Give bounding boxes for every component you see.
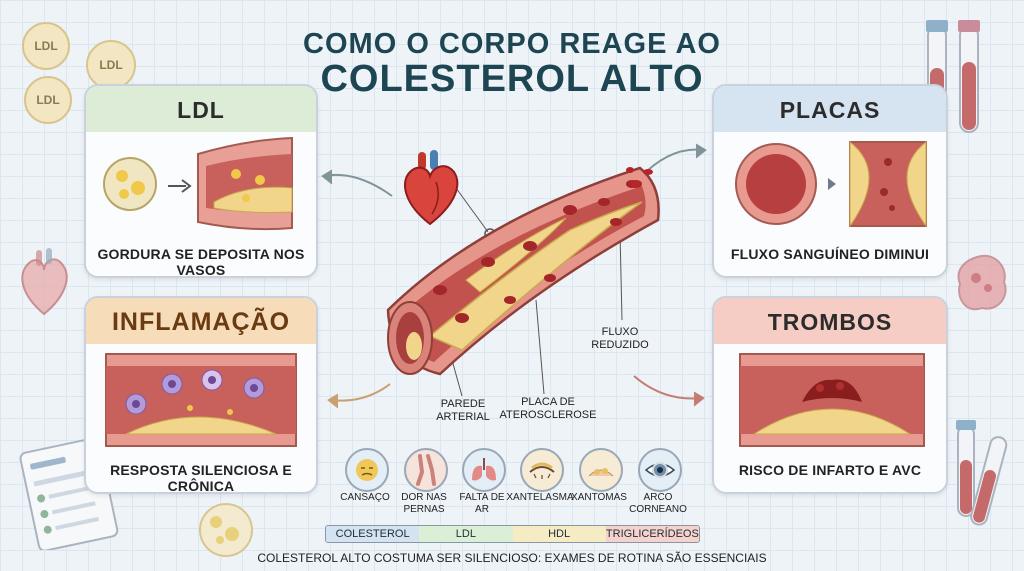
card-ldl-caption: GORDURA SE DEPOSITA NOS VASOS [97,246,305,278]
eyelid-icon [520,448,564,492]
card-trombos-title: TROMBOS [714,298,946,344]
symptom-label: FALTA DE AR [459,492,505,515]
test-tubes-icon [926,20,980,133]
ldl-badge-icon: LDL [22,22,70,70]
legend-hdl: HDL [512,526,606,542]
legend-ldl: LDL [419,526,513,542]
skin-icon [579,448,623,492]
ldl-badge-label: LDL [34,39,58,53]
plaque-leader-line [535,299,545,395]
card-ldl-title: LDL [86,86,316,132]
card-inflamacao: INFLAMAÇÃO RESPOSTA SILENCIOSA E CRÔNICA [84,296,318,494]
cell-icon [199,503,253,557]
symptom-label: CANSAÇO [340,492,390,503]
legs-icon [404,448,448,492]
flow-leader-line [619,231,623,321]
card-inflamacao-title: INFLAMAÇÃO [86,298,316,344]
thrombus-artery-illustration [739,353,925,447]
heart-icon [403,150,459,226]
lungs-icon [462,448,506,492]
title-line-2: COLESTEROL ALTO [320,58,704,100]
inflamed-artery-illustration [105,353,297,447]
legend-total: COLESTEROL TOTAL [326,526,420,542]
symptom-label: DOR NAS PERNAS [401,492,447,515]
arrow-head-trombos [693,391,705,407]
footer-note: COLESTEROL ALTO COSTUMA SER SILENCIOSO: … [257,551,767,565]
card-placas-title: PLACAS [714,86,946,132]
central-artery-illustration [386,166,660,376]
arrow-head-placas [695,143,707,159]
ldl-badge-label: LDL [36,93,60,107]
card-inflamacao-caption: RESPOSTA SILENCIOSA E CRÔNICA [110,462,292,494]
blood-cells-icon [626,167,653,188]
card-ldl: LDL GORDURA SE DEPOSITA NOS VASOS [84,84,318,278]
symptom-label: XANTELASMA [506,492,574,503]
label-reduced-flow: FLUXO REDUZIDO [591,326,649,351]
card-placas-caption: FLUXO SANGUÍNEO DIMINUI [730,246,930,262]
heart-icon [21,248,68,316]
card-placas: PLACAS FLUXO SANGUÍNEO DIMINUI [712,84,948,278]
ldl-badge-label: LDL [99,58,123,72]
cell-icon [957,254,1007,311]
arrow-head-ldl [321,169,333,185]
ldl-badge-icon: LDL [24,76,72,124]
ldl-particle-artery-illustration [103,136,293,231]
title-line-1: COMO O CORPO REAGE AO [303,28,721,60]
tired-face-icon [345,448,389,492]
test-tubes-icon [956,420,1008,526]
eye-icon [638,448,682,492]
label-arterial-wall: PAREDE ARTERIAL [436,398,490,423]
card-trombos: TROMBOS RISCO DE INFARTO E AVC [712,296,948,494]
label-atherosclerosis-plaque: PLACA DE ATEROSCLEROSE [499,396,597,421]
cholesterol-legend: COLESTEROL TOTAL LDL HDL TRIGLICERÍDEOS [325,525,700,543]
wall-leader-line [451,359,463,397]
legend-triglicerides: TRIGLICERÍDEOS [605,526,699,542]
heart-leader-line [455,187,489,233]
narrowed-artery-illustration [735,140,927,228]
symptom-label: ARCO CORNEANO [629,492,687,515]
card-trombos-caption: RISCO DE INFARTO E AVC [738,462,922,478]
arrow-head-inflamacao [327,393,339,409]
symptom-label: XANTOMAS [571,492,627,503]
